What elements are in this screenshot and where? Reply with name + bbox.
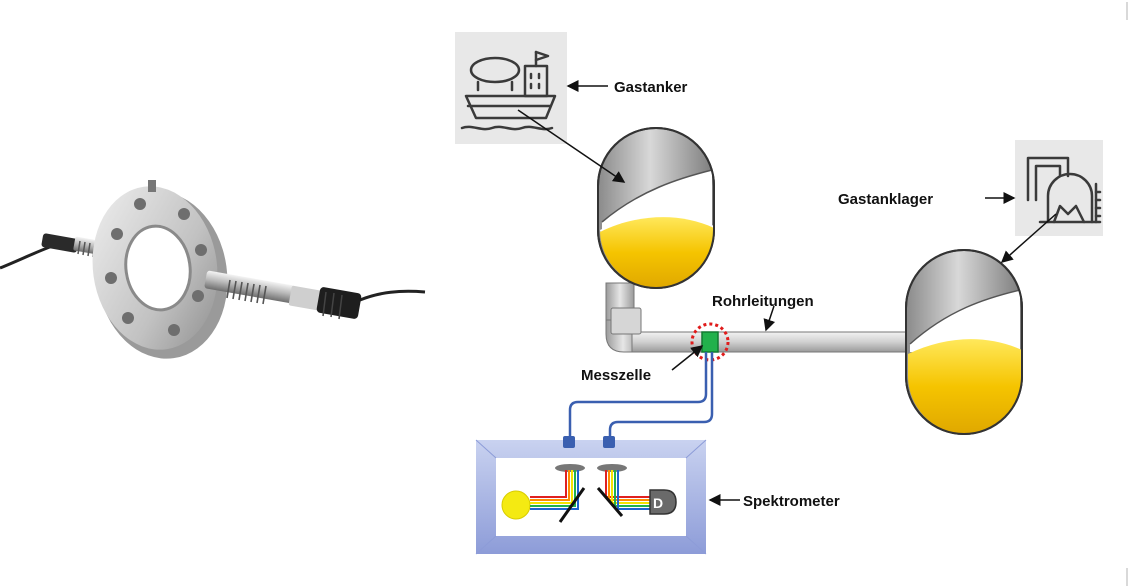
tank-right <box>905 249 1023 435</box>
label-gastanker: Gastanker <box>614 79 688 96</box>
label-spektrometer: Spektrometer <box>743 493 840 510</box>
label-messzelle: Messzelle <box>581 367 651 384</box>
storage-tank-icon <box>1015 140 1103 236</box>
optical-fibers <box>568 352 714 440</box>
svg-text:D: D <box>653 495 663 511</box>
annotation-lines <box>517 80 1057 506</box>
cable-right <box>359 289 426 302</box>
tank-left <box>597 127 715 289</box>
probe-right <box>204 270 362 320</box>
detector: D <box>649 489 677 515</box>
ship-icon <box>455 32 567 144</box>
measuring-cell <box>690 322 730 362</box>
spectrometer: D <box>475 436 707 555</box>
label-gastanklager: Gastanklager <box>838 191 933 208</box>
light-source <box>501 490 531 520</box>
grating-right <box>596 487 624 517</box>
mirror-left <box>558 487 586 523</box>
flange <box>92 180 228 359</box>
label-rohrleitungen: Rohrleitungen <box>712 293 814 310</box>
flow-cell-photo <box>0 180 426 359</box>
